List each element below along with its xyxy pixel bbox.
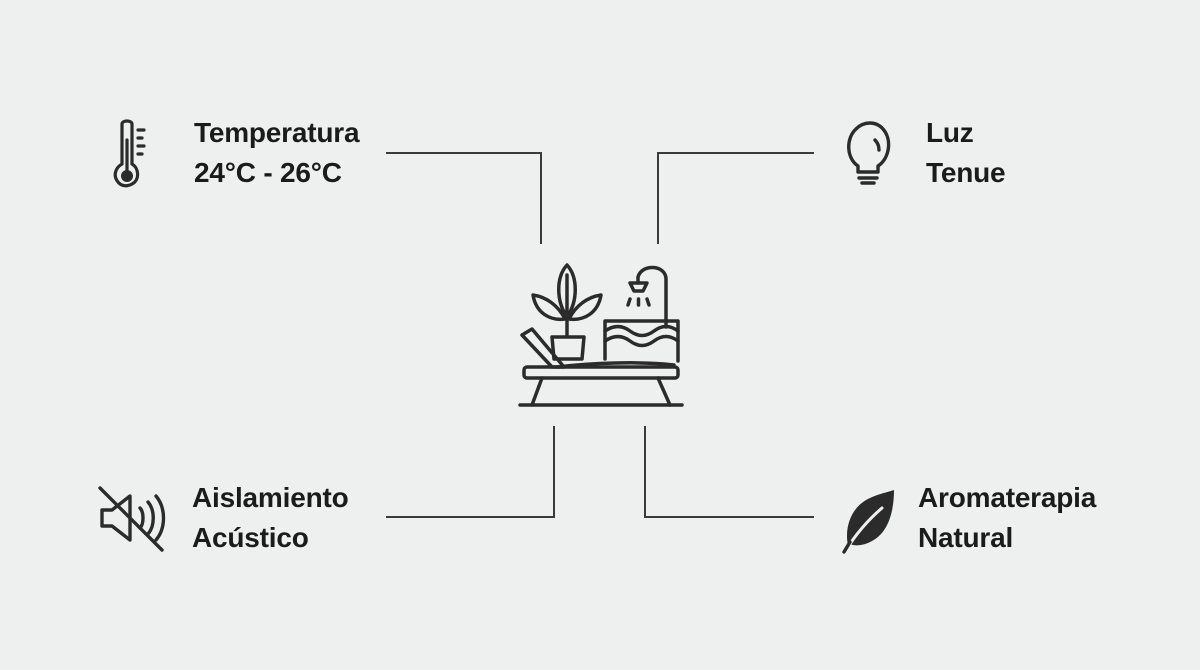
light-value: Tenue — [926, 157, 1006, 188]
sound-label: Aislamiento Acústico — [192, 478, 349, 558]
lightbulb-icon — [847, 121, 891, 185]
feature-light: Luz Tenue — [842, 113, 1006, 193]
aroma-title: Aromaterapia — [918, 482, 1097, 513]
thermometer-icon — [113, 119, 146, 188]
light-label: Luz Tenue — [926, 113, 1006, 193]
light-title: Luz — [926, 117, 974, 148]
aroma-value: Natural — [918, 522, 1014, 553]
sound-value: Acústico — [192, 522, 309, 553]
connector-sound — [386, 426, 555, 518]
connector-light — [657, 152, 814, 244]
connector-temperature — [386, 152, 542, 244]
leaf-icon — [842, 490, 894, 554]
spa-lounge-icon — [518, 263, 684, 407]
aroma-label: Aromaterapia Natural — [918, 478, 1096, 558]
sound-title: Aislamiento — [192, 482, 349, 513]
feature-aromatherapy: Aromaterapia Natural — [840, 478, 1096, 558]
temperature-title: Temperatura — [194, 117, 360, 148]
sound-muted-icon — [98, 486, 166, 552]
temperature-label: Temperatura 24°C - 26°C — [194, 113, 360, 193]
feature-sound-insulation: Aislamiento Acústico — [96, 478, 349, 558]
connector-aroma — [644, 426, 814, 518]
feature-temperature: Temperatura 24°C - 26°C — [108, 113, 360, 193]
temperature-value: 24°C - 26°C — [194, 157, 342, 188]
